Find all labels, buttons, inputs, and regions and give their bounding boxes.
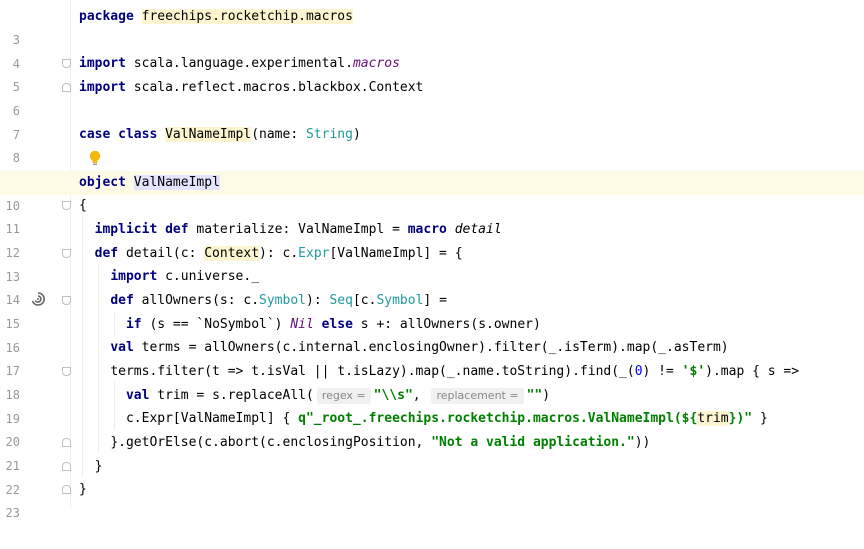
code-line-9[interactable]: 9: [0, 147, 864, 189]
line-number: 15: [5, 316, 20, 331]
code-line-15[interactable]: 15 def allOwners(s: c.Symbol): Seq[c.Sym…: [0, 289, 864, 331]
indent-guide: [114, 312, 115, 335]
keyword: case class: [79, 127, 158, 142]
code-line-22[interactable]: 22 }: [0, 455, 864, 497]
fold-toggle-icon[interactable]: [62, 59, 71, 68]
fold-toggle-icon[interactable]: [62, 462, 71, 471]
line-number: 21: [5, 458, 20, 473]
fold-toggle-icon[interactable]: [62, 367, 71, 376]
line-number: 5: [12, 79, 20, 94]
code-line-18[interactable]: 18 terms.filter(t => t.isVal || t.isLazy…: [0, 360, 864, 402]
fold-toggle-icon[interactable]: [62, 249, 71, 258]
keyword: import: [79, 56, 126, 71]
code-line-4[interactable]: 4: [0, 29, 864, 71]
line-number: 11: [5, 221, 20, 236]
code-line-13[interactable]: 13 def detail(c: Context): c.Expr[ValNam…: [0, 242, 864, 284]
fold-toggle-icon[interactable]: [62, 485, 71, 494]
line-number: 3: [12, 32, 20, 47]
import-path: scala.language.experimental.: [133, 56, 353, 71]
package-name: freechips.rocketchip.macros: [141, 9, 353, 24]
code-line-19[interactable]: 19 val trim = s.replaceAll(regex ="\\s",…: [0, 384, 864, 426]
line-number: 8: [12, 150, 20, 165]
line-number: 17: [5, 363, 20, 378]
keyword: import: [79, 80, 126, 95]
line-number: 22: [5, 482, 20, 497]
recursive-call-icon[interactable]: [30, 291, 46, 307]
object-name: ValNameImpl: [133, 175, 220, 190]
keyword: implicit def: [94, 222, 189, 237]
code-line-20[interactable]: 20 c.Expr[ValNameImpl] { q"_root_.freech…: [0, 407, 864, 449]
type-highlight: Context: [204, 246, 260, 261]
param-hint-regex: regex =: [316, 388, 371, 404]
code-line-14[interactable]: 14 import c.universe._: [0, 265, 864, 307]
code-line-10-current[interactable]: 10 object ValNameImpl: [0, 171, 864, 213]
line-number: 12: [5, 245, 20, 260]
line-number: 13: [5, 269, 20, 284]
line-number: 23: [5, 505, 20, 520]
line-number: 16: [5, 340, 20, 355]
keyword: if: [125, 317, 142, 332]
line-number: 7: [12, 127, 20, 142]
indent-guide: [114, 382, 115, 430]
class-name: ValNameImpl: [165, 127, 252, 142]
line-number: 19: [5, 411, 20, 426]
keyword: object: [79, 175, 126, 190]
code-line-16[interactable]: 16 if (s == `NoSymbol`) Nil else s +: al…: [0, 313, 864, 355]
import-macros: macros: [352, 56, 400, 71]
keyword: import: [110, 269, 158, 284]
keyword: def: [110, 293, 134, 308]
line-number: 6: [12, 103, 20, 118]
line-number: 18: [5, 387, 20, 402]
fold-toggle-icon[interactable]: [62, 296, 71, 305]
indent-guide: [98, 264, 99, 452]
code-line-11[interactable]: 11 {: [0, 194, 864, 236]
param-hint-replacement: replacement =: [431, 388, 524, 404]
keyword: package: [79, 9, 134, 24]
keyword: else: [321, 317, 353, 332]
indent-guide: [82, 216, 83, 476]
fold-toggle-icon[interactable]: [62, 438, 71, 447]
keyword: def: [94, 246, 119, 261]
code-line-12[interactable]: 12 implicit def materialize: ValNameImpl…: [0, 218, 864, 260]
code-line-8[interactable]: 8 case class ValNameImpl(name: String): [0, 123, 864, 165]
line-number: 10: [5, 198, 20, 213]
line-number: 4: [12, 56, 20, 71]
import-path: scala.reflect.macros.blackbox.Context: [133, 80, 424, 95]
code-line-21[interactable]: 21 }.getOrElse(c.abort(c.enclosingPositi…: [0, 431, 864, 473]
type-name: String: [306, 127, 353, 142]
keyword: val: [125, 388, 150, 403]
lightbulb-icon[interactable]: [89, 150, 101, 166]
code-line-6[interactable]: 6 import scala.reflect.macros.blackbox.C…: [0, 76, 864, 118]
code-line-7[interactable]: 7: [0, 100, 864, 142]
line-number: 14: [5, 292, 20, 307]
code-line-23[interactable]: 23 }: [0, 478, 864, 520]
keyword: val: [110, 340, 134, 355]
fold-toggle-icon[interactable]: [62, 83, 71, 92]
gutter: [0, 0, 70, 508]
line-number: 20: [5, 434, 20, 449]
code-line-17[interactable]: 17 val terms = allOwners(c.internal.encl…: [0, 336, 864, 378]
fold-toggle-icon[interactable]: [62, 201, 71, 210]
code-line-5[interactable]: 5 import scala.language.experimental.mac…: [0, 52, 864, 94]
keyword: macro: [407, 222, 447, 237]
code-line-3[interactable]: 3 package freechips.rocketchip.macros: [0, 5, 864, 47]
